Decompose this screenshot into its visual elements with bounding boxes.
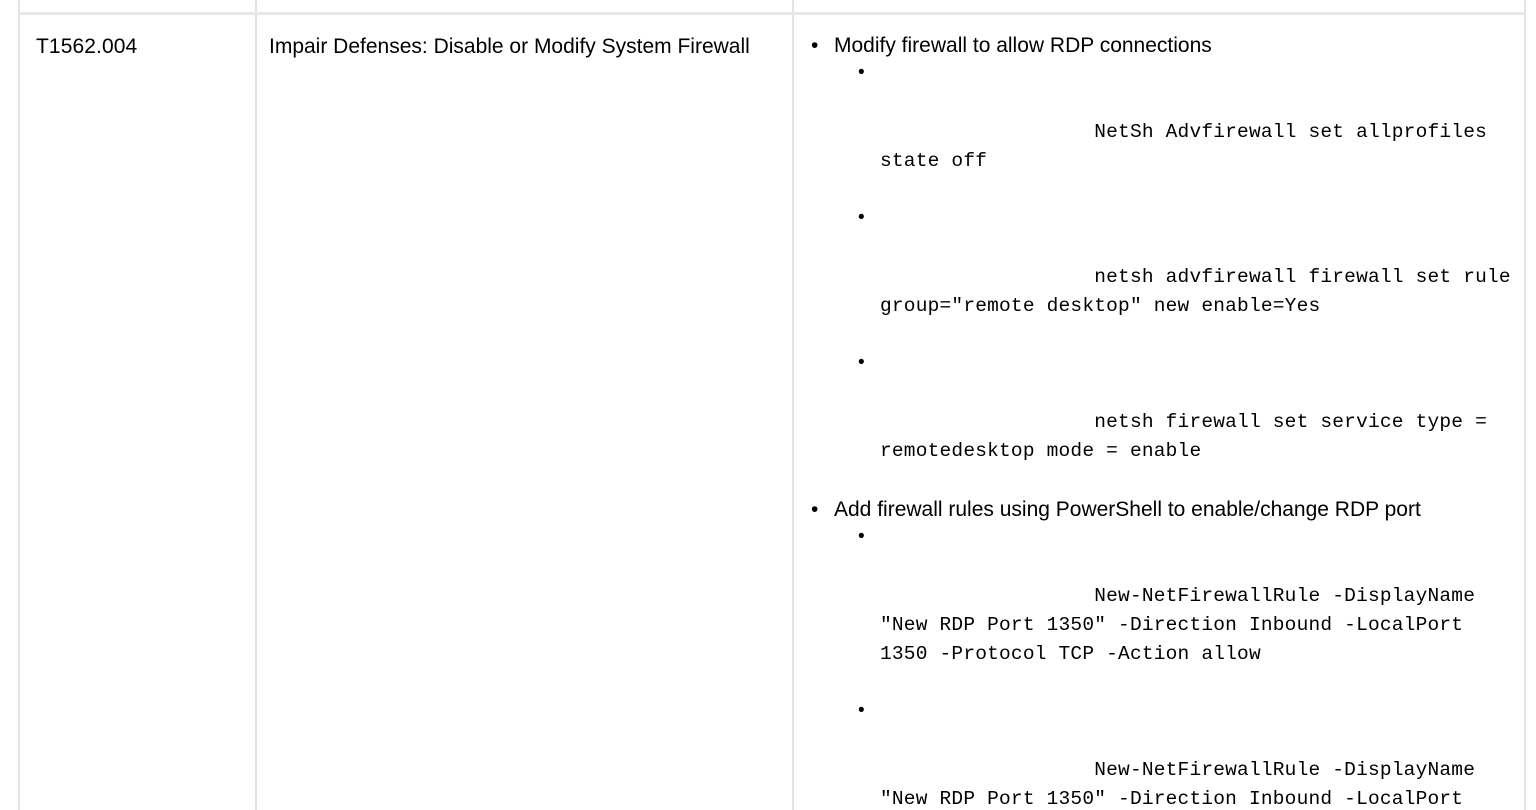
technique-name: Impair Defenses: Disable or Modify Syste… xyxy=(269,33,780,61)
command-item: • New-NetFirewallRule -DisplayName "New … xyxy=(856,698,1516,810)
command-item: • New-NetFirewallRule -DisplayName "New … xyxy=(856,524,1516,698)
command-text: NetSh Advfirewall set allprofiles state … xyxy=(880,121,1499,172)
cell-name-partial xyxy=(256,0,793,14)
command-list: • NetSh Advfirewall set allprofiles stat… xyxy=(834,60,1516,495)
command-text: netsh advfirewall firewall set rule grou… xyxy=(880,266,1523,317)
procedure-label: Add firewall rules using PowerShell to e… xyxy=(834,498,1421,521)
cell-technique-id: T1562.004 xyxy=(19,14,256,810)
command-text: netsh firewall set service type = remote… xyxy=(880,411,1499,462)
technique-id: T1562.004 xyxy=(36,33,245,60)
procedures-list: • Modify firewall to allow RDP connectio… xyxy=(808,31,1516,810)
procedure-group: • Modify firewall to allow RDP connectio… xyxy=(808,31,1516,495)
command-item: • NetSh Advfirewall set allprofiles stat… xyxy=(856,60,1516,205)
bullet-icon: • xyxy=(858,348,865,377)
bullet-icon: • xyxy=(858,203,865,232)
bullet-icon: • xyxy=(858,696,865,725)
bullet-icon: • xyxy=(858,58,865,87)
procedure-label: Modify firewall to allow RDP connections xyxy=(834,34,1212,57)
bullet-icon: • xyxy=(811,31,818,60)
command-item: • netsh advfirewall firewall set rule gr… xyxy=(856,205,1516,350)
command-list: • New-NetFirewallRule -DisplayName "New … xyxy=(834,524,1516,810)
cell-technique-name: Impair Defenses: Disable or Modify Syste… xyxy=(256,14,793,810)
procedure-group: • Add firewall rules using PowerShell to… xyxy=(808,495,1516,810)
command-item: • netsh firewall set service type = remo… xyxy=(856,350,1516,495)
cell-procedures-partial xyxy=(793,0,1525,14)
cell-procedures: • Modify firewall to allow RDP connectio… xyxy=(793,14,1525,810)
command-text: New-NetFirewallRule -DisplayName "New RD… xyxy=(880,585,1487,665)
techniques-table: T1562.004 Impair Defenses: Disable or Mo… xyxy=(18,0,1526,810)
bullet-icon: • xyxy=(858,522,865,551)
table-row-partial-above xyxy=(19,0,1525,14)
cell-id-partial xyxy=(19,0,256,14)
command-text: New-NetFirewallRule -DisplayName "New RD… xyxy=(880,759,1487,810)
table-row: T1562.004 Impair Defenses: Disable or Mo… xyxy=(19,14,1525,810)
bullet-icon: • xyxy=(811,495,818,524)
